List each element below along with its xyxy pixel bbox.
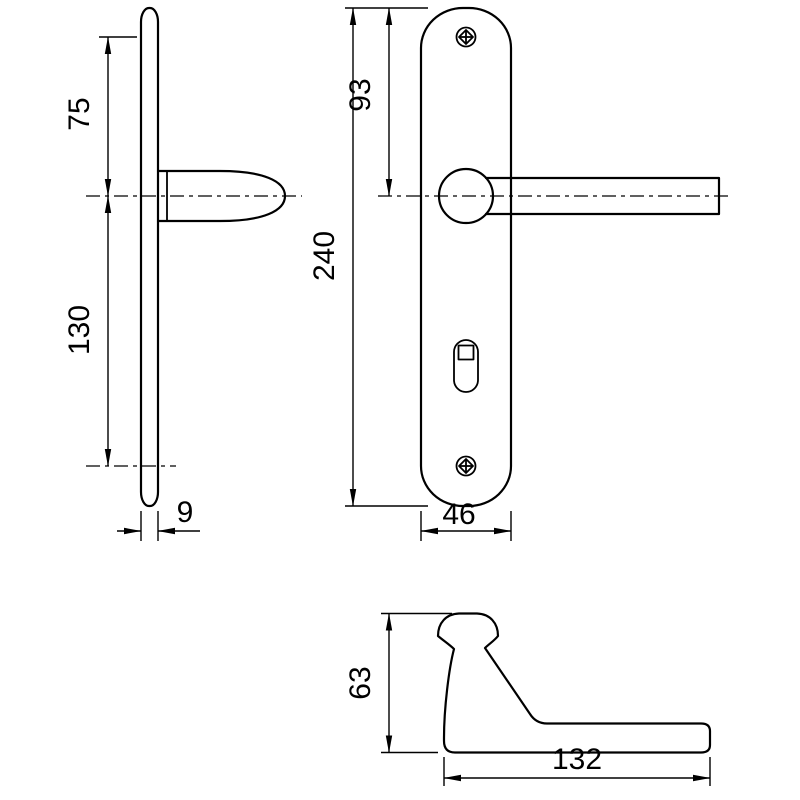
dimension-130: 130 <box>63 195 112 467</box>
dim-label-top-to-handle-center: 93 <box>344 78 377 111</box>
dim-label-plate-height: 240 <box>308 231 341 281</box>
front-view: 93 240 46 <box>308 6 731 541</box>
dimension-75: 75 <box>63 36 137 197</box>
dim-label-top-to-handle: 75 <box>63 97 96 130</box>
dim-label-handle-length: 132 <box>552 743 602 776</box>
keyhole-slot <box>457 344 475 361</box>
dimension-9: 9 <box>117 496 200 541</box>
dimension-132: 132 <box>443 743 711 786</box>
screw-circle <box>455 455 477 477</box>
dim-label-handle-height: 63 <box>344 666 377 699</box>
screw-circle <box>455 26 477 48</box>
dimension-93: 93 <box>344 7 428 197</box>
backplate-front-outline <box>419 6 513 508</box>
screw-hole-top <box>455 26 477 48</box>
dim-label-plate-width: 46 <box>442 498 475 531</box>
screw-hole-bottom <box>455 455 477 477</box>
dimension-46: 46 <box>420 498 512 541</box>
handle-profile-view: 63 132 <box>344 612 712 786</box>
dim-label-handle-to-bottom: 130 <box>63 305 96 355</box>
dimension-63: 63 <box>344 612 452 754</box>
keyhole <box>453 339 479 393</box>
handle-profile-outline <box>436 612 712 754</box>
backplate-side-outline <box>139 6 160 508</box>
keyhole-outline <box>453 339 479 393</box>
dim-label-plate-thickness: 9 <box>177 496 194 529</box>
dimension-240: 240 <box>308 7 428 507</box>
side-view: 75 130 9 <box>63 6 302 541</box>
